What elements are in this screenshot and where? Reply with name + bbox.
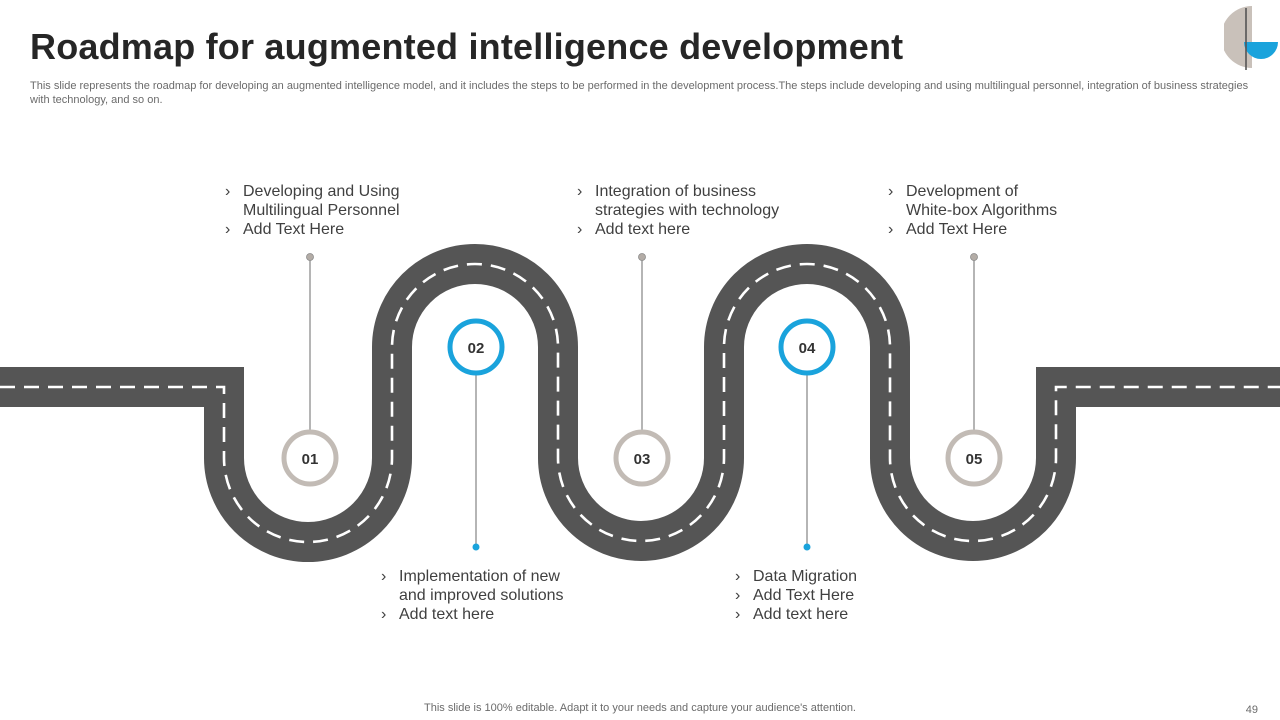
connector-02 — [472, 375, 480, 551]
connector-03 — [638, 253, 646, 430]
step-05-bullet-2: Add Text Here — [887, 220, 1057, 239]
connector-05 — [970, 253, 978, 430]
step-04-bullet-2: Add Text Here — [734, 586, 857, 605]
milestone-02-number: 02 — [468, 340, 485, 357]
milestone-03: 03 — [613, 429, 671, 487]
connector-01 — [306, 253, 314, 430]
page-number: 49 — [1245, 704, 1258, 716]
milestone-03-number: 03 — [634, 451, 651, 468]
milestone-05: 05 — [945, 429, 1003, 487]
milestone-05-number: 05 — [966, 451, 983, 468]
step-02-bullet-2: Add text here — [380, 605, 564, 624]
milestone-01-number: 01 — [302, 451, 319, 468]
connector-04 — [803, 375, 811, 551]
page-description: This slide represents the roadmap for de… — [30, 80, 1249, 106]
company-logo — [1224, 6, 1278, 70]
milestone-04-number: 04 — [799, 340, 816, 357]
step-01-bullet-2: Add Text Here — [224, 220, 400, 239]
step-04-bullet-3: Add text here — [734, 605, 857, 624]
milestone-01: 01 — [281, 429, 339, 487]
step-04-text: Data Migration Add Text Here Add text he… — [734, 567, 857, 624]
milestone-02: 02 — [447, 318, 505, 376]
step-03-bullet-2: Add text here — [576, 220, 779, 239]
milestone-04: 04 — [778, 318, 836, 376]
page-title: Roadmap for augmented intelligence devel… — [30, 26, 904, 67]
footer-note: This slide is 100% editable. Adapt it to… — [424, 702, 856, 714]
step-04-bullet-1: Data Migration — [734, 567, 857, 586]
